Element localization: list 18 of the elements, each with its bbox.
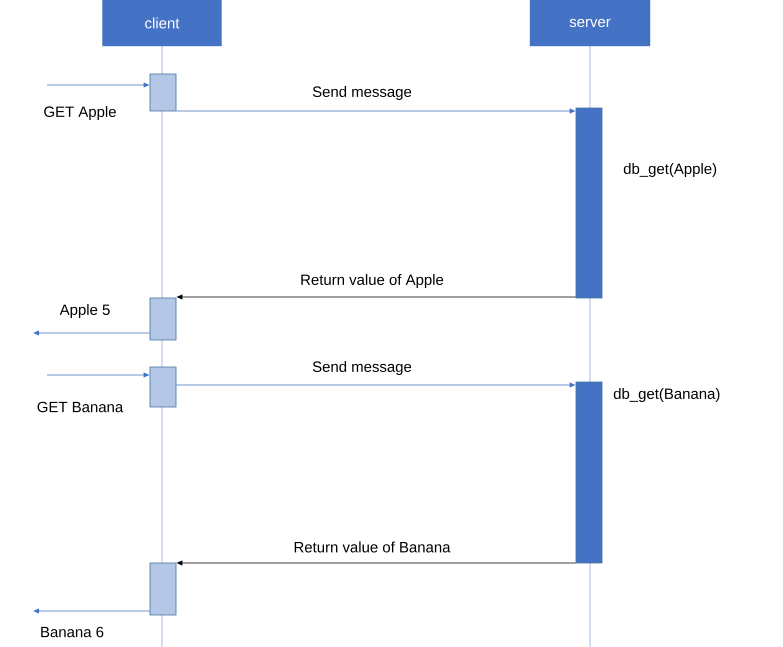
activation-bar	[576, 108, 602, 298]
edge-label: Banana 6	[39, 626, 105, 638]
edge-label: GET Banana	[36, 400, 124, 414]
method-call: db_get(Apple)	[624, 163, 716, 177]
lifeline-header: server	[530, 0, 650, 46]
activation-bar	[150, 74, 176, 112]
edge-label: Send message	[311, 85, 413, 101]
activation-bar	[150, 366, 176, 408]
method-call: db_get(Banana)	[614, 388, 720, 402]
activation-bar	[576, 382, 602, 564]
edge-label: Apple 5	[58, 303, 112, 319]
activation-bar	[150, 562, 176, 616]
edge-label: Return value of Apple	[299, 273, 445, 289]
edge-label: Send message	[311, 360, 413, 376]
lifeline-header: client	[102, 0, 222, 46]
activation-bar	[150, 298, 176, 340]
edge-label: GET Apple	[42, 105, 118, 121]
edge-label: Return value of Banana	[292, 540, 452, 554]
